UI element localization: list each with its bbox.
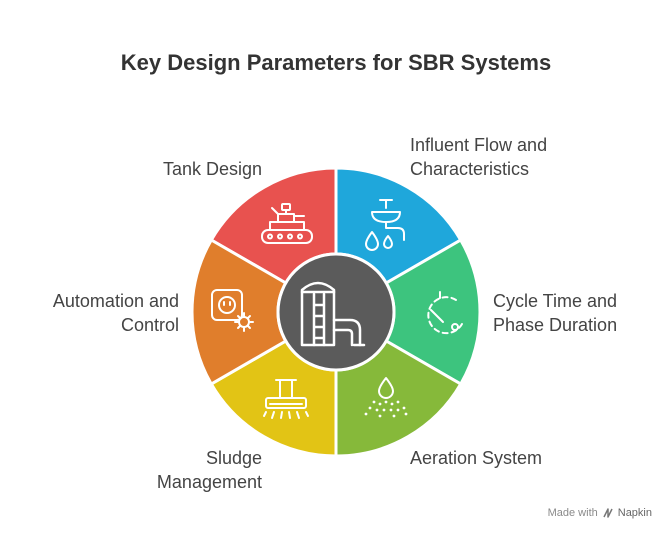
label-automation-control: Automation and Control — [52, 291, 179, 335]
silo-pipe-icon — [300, 281, 366, 347]
center-hub — [276, 252, 396, 372]
tracked-vehicle-icon — [261, 203, 313, 244]
label-sludge-management: Sludge Management — [156, 448, 262, 492]
label-cycle-time: Cycle Time and Phase Duration — [493, 291, 618, 335]
label-influent-flow: Influent Flow and Characteristics — [410, 135, 548, 179]
droplet-bubbles-icon — [364, 377, 408, 418]
label-tank-design: Tank Design — [162, 159, 262, 179]
page-title: Key Design Parameters for SBR Systems — [120, 50, 552, 75]
faucet-drops-icon — [365, 199, 405, 251]
napkin-watermark: Made with Napkin — [547, 507, 652, 519]
label-aeration-system: Aeration System — [410, 448, 543, 468]
napkin-logo-icon — [603, 508, 613, 518]
sludge-machine-icon — [263, 379, 309, 419]
timer-icon — [427, 291, 463, 335]
socket-gear-icon — [211, 289, 254, 332]
